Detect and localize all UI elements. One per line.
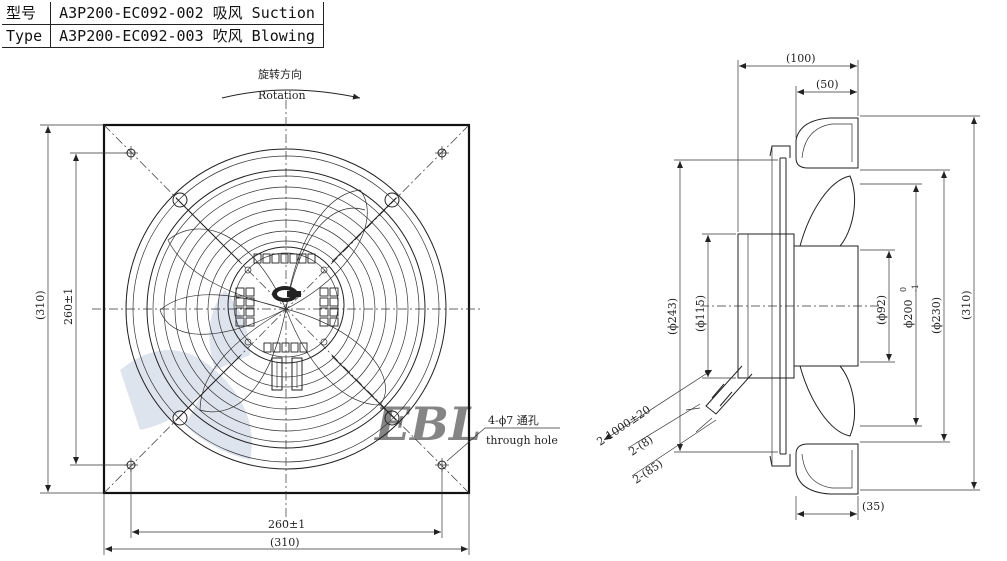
rotation-label-en: Rotation: [258, 89, 306, 102]
dia-200-tol-bottom: -1: [911, 284, 920, 292]
guard-struts: [172, 192, 400, 426]
spec-model-code: A3P200-EC092-003: [59, 27, 204, 45]
hole-note-en: through hole: [486, 434, 558, 447]
front-view: EBL: [34, 67, 560, 555]
dia-230: (ϕ230): [930, 297, 943, 334]
spec-label-en: Type: [2, 24, 52, 48]
cable-8: 2-(8): [626, 433, 655, 458]
spec-table: 型号 A3P200-EC092-002 吸风 Suction Type A3P2…: [2, 2, 324, 48]
hole-note-cn: 4-ϕ7 通孔: [488, 414, 539, 427]
dia-92: (ϕ92): [875, 295, 888, 325]
dim-front-height-outer: (310): [34, 290, 47, 320]
venturi-bottom: [795, 443, 859, 495]
guard-outer-ring: [125, 148, 447, 470]
spec-row-blowing: Type A3P200-EC092-003 吹风 Blowing: [2, 24, 324, 48]
dia-200: ϕ200: [902, 300, 915, 329]
watermark-text: EBL: [373, 397, 481, 451]
cable-assembly: [685, 365, 753, 433]
dia-200-tol-top: 0: [899, 287, 908, 292]
dim-front-height-hole: 260±1: [62, 288, 75, 325]
blade-side-bottom: [799, 365, 856, 437]
mounting-holes: [124, 146, 449, 472]
dia-115: (ϕ115): [694, 295, 707, 332]
dim-front-width-outer: (310): [270, 536, 300, 549]
cable-glands: [271, 357, 303, 391]
spec-label-cn: 型号: [2, 2, 52, 25]
spec-mode: 吹风 Blowing: [212, 27, 315, 45]
blade-side-top: [799, 175, 856, 247]
dia-243: (ϕ243): [666, 298, 679, 335]
spec-model-blowing: A3P200-EC092-003 吹风 Blowing: [50, 24, 324, 48]
dim-side-310: (310): [960, 290, 973, 320]
venturi-top: [795, 117, 859, 169]
side-view: (100) (50) (35) (ϕ243) (ϕ115) (ϕ92) ϕ200…: [594, 52, 980, 520]
hub-vent-slots: [235, 253, 339, 353]
spec-mode: 吸风 Suction: [212, 4, 315, 22]
cable-85: 2-(85): [630, 457, 665, 486]
spec-model-code: A3P200-EC092-002: [59, 4, 204, 22]
dim-side-bottom: (35): [862, 500, 885, 513]
hub-logo: [272, 286, 301, 302]
rotation-label-cn: 旋转方向: [258, 67, 302, 81]
dim-side-depth: (100): [786, 52, 816, 65]
dim-side-motor: (50): [816, 78, 839, 91]
dim-front-width-hole: 260±1: [268, 518, 305, 531]
motor-hub: [227, 246, 345, 364]
